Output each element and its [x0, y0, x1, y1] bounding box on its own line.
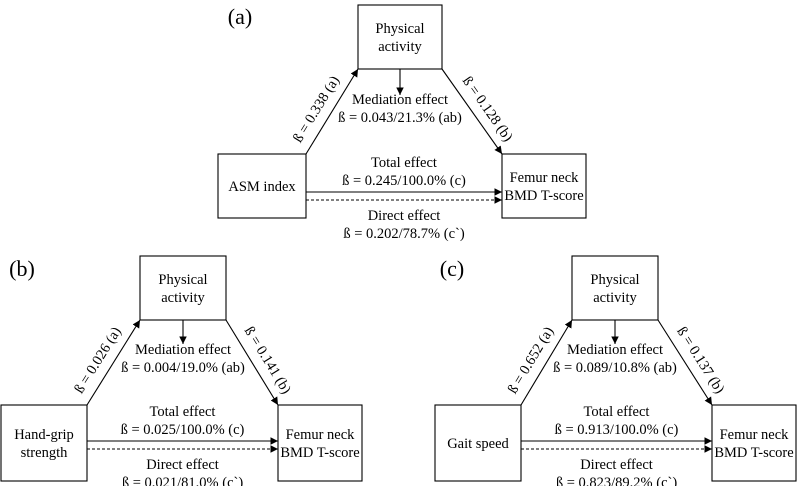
direct-effect-value: ß = 0.202/78.7% (c`): [343, 226, 465, 242]
path-b-label: ß = 0.141 (b): [241, 324, 294, 397]
path-a-label: ß = 0.652 (a): [505, 324, 557, 397]
path-b-arrow: [441, 68, 503, 155]
mediator-box: [571, 255, 659, 321]
outcome-label: Femur neck: [510, 170, 580, 186]
path-a-arrow: [305, 68, 359, 155]
path-b-arrow: [225, 319, 279, 406]
path-b-arrow: [657, 319, 713, 406]
mediation-effect-title: Mediation effect: [135, 342, 231, 358]
panel-label: (b): [9, 256, 35, 281]
mediation-effect-title: Mediation effect: [352, 92, 448, 108]
outcome-label: BMD T-score: [504, 188, 583, 204]
mediator-box: [139, 255, 227, 321]
mediator-label: Physical: [158, 272, 207, 288]
direct-effect-title: Direct effect: [580, 457, 653, 473]
total-effect-title: Total effect: [371, 155, 437, 171]
path-a-arrow: [520, 319, 573, 406]
mediator-label: Physical: [590, 272, 639, 288]
total-effect-title: Total effect: [150, 404, 216, 420]
total-effect-value: ß = 0.913/100.0% (c): [555, 422, 679, 438]
mediation-effect-value: ß = 0.043/21.3% (ab): [338, 110, 462, 126]
outcome-box: [277, 404, 363, 482]
mediation-effect-value: ß = 0.089/10.8% (ab): [553, 360, 677, 376]
outcome-box: [711, 404, 797, 482]
direct-effect-value: ß = 0.823/89.2% (c`): [556, 475, 678, 486]
total-effect-value: ß = 0.245/100.0% (c): [342, 173, 466, 189]
outcome-label: BMD T-score: [280, 445, 359, 461]
mediator-label: Physical: [375, 21, 424, 37]
predictor-label: strength: [21, 445, 68, 461]
panel-label: (c): [440, 256, 464, 281]
outcome-label: Femur neck: [720, 427, 790, 443]
mediator-label: activity: [378, 39, 422, 55]
predictor-label: Hand-grip: [14, 427, 74, 443]
mediator-label: activity: [593, 290, 637, 306]
predictor-box: [217, 153, 307, 219]
path-a-label: ß = 0.026 (a): [71, 324, 124, 396]
mediator-label: activity: [161, 290, 205, 306]
panel-label: (a): [228, 4, 252, 29]
predictor-box: [434, 404, 522, 482]
mediator-box: [357, 4, 443, 70]
mediation-effect-value: ß = 0.004/19.0% (ab): [121, 360, 245, 376]
total-effect-value: ß = 0.025/100.0% (c): [121, 422, 245, 438]
total-effect-title: Total effect: [584, 404, 650, 420]
predictor-box: [0, 404, 88, 482]
direct-effect-title: Direct effect: [368, 208, 441, 224]
outcome-label: Femur neck: [286, 427, 356, 443]
path-a-label: ß = 0.338 (a): [290, 73, 343, 145]
direct-effect-title: Direct effect: [146, 457, 219, 473]
path-a-arrow: [86, 319, 141, 406]
mediation-effect-title: Mediation effect: [567, 342, 663, 358]
direct-effect-value: ß = 0.021/81.0% (c`): [122, 475, 244, 486]
path-b-label: ß = 0.128 (b): [459, 74, 516, 145]
outcome-label: BMD T-score: [714, 445, 793, 461]
predictor-label: Gait speed: [447, 436, 509, 452]
outcome-box: [501, 153, 587, 219]
predictor-label: ASM index: [228, 179, 296, 195]
